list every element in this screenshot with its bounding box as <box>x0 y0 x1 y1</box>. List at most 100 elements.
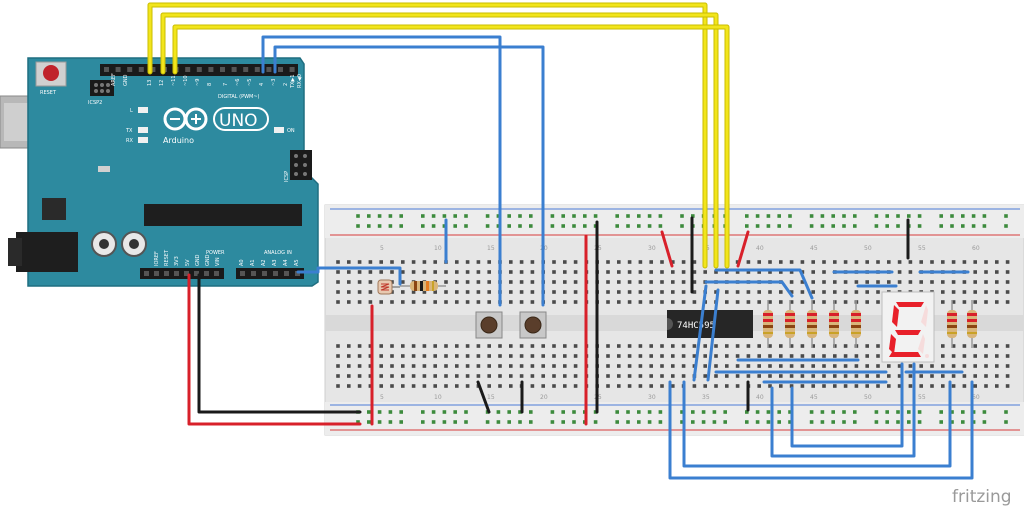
breadboard-hole <box>444 280 448 284</box>
rail-hole <box>572 224 576 228</box>
breadboard-hole <box>487 354 491 358</box>
breadboard-hole <box>1005 384 1010 388</box>
rail-hole <box>637 224 641 228</box>
power-pin-socket <box>204 271 209 276</box>
breadboard-hole <box>476 374 481 378</box>
pushbutton-1[interactable] <box>475 311 503 339</box>
breadboard-hole <box>757 290 761 294</box>
breadboard-hole <box>563 300 567 304</box>
breadboard-hole <box>779 290 783 294</box>
rail-hole <box>917 420 922 424</box>
bottom-pins <box>144 271 300 276</box>
breadboard-hole <box>735 270 740 274</box>
reset-button[interactable] <box>43 65 59 81</box>
rail-hole <box>550 420 555 424</box>
breadboard-hole <box>1005 344 1010 348</box>
digital-pin-socket <box>138 67 144 72</box>
digital-pin-socket <box>220 67 225 72</box>
breadboard-hole <box>465 300 470 304</box>
breadboard-hole <box>357 374 362 378</box>
breadboard-hole <box>703 384 707 388</box>
breadboard-hole <box>563 280 567 284</box>
breadboard-hole <box>617 300 621 304</box>
breadboard-hole <box>962 384 967 388</box>
wire-yellow-1 <box>148 3 707 268</box>
breadboard-hole <box>833 300 837 304</box>
segment-resistors <box>763 300 977 348</box>
breadboard-hole <box>822 374 826 378</box>
breadboard-hole <box>638 344 643 348</box>
breadboard-hole <box>714 374 718 378</box>
rail-hole <box>950 224 954 228</box>
breadboard-hole <box>401 344 405 348</box>
breadboard-hole <box>908 374 913 378</box>
rail-hole <box>680 214 684 218</box>
breadboard-hole <box>865 374 869 378</box>
pin-label-10: ~10 <box>183 75 189 86</box>
breadboard-hole <box>498 374 502 378</box>
breadboard-hole <box>617 354 621 358</box>
breadboard-hole <box>941 260 945 264</box>
rail-hole <box>399 214 403 218</box>
breadboard-hole <box>854 260 859 264</box>
breadboard-hole <box>800 384 805 388</box>
rail-hole <box>399 410 403 414</box>
breadboard-hole <box>563 260 567 264</box>
breadboard-hole <box>606 260 610 264</box>
seven-segment-display <box>881 291 935 363</box>
breadboard-hole <box>336 374 340 378</box>
rail-hole <box>637 410 641 414</box>
breadboard-hole <box>746 300 751 304</box>
breadboard-hole <box>509 384 513 388</box>
breadboard-hole <box>573 344 578 348</box>
breadboard-hole <box>368 260 373 264</box>
breadboard-hole <box>951 290 956 294</box>
power-pin-socket <box>164 271 169 276</box>
breadboard-hole <box>368 354 373 358</box>
rail-hole <box>485 214 490 218</box>
rail-hole <box>647 224 652 228</box>
breadboard-hole <box>617 270 621 274</box>
breadboard-hole <box>995 270 999 274</box>
pushbutton-2[interactable] <box>519 311 547 339</box>
breadboard-hole <box>876 280 880 284</box>
breadboard-hole <box>800 354 805 358</box>
digital-pin-labels: AREF GND 13 12 ~11 ~10 ~9 8 7 ~6 ~5 4 ~3… <box>111 73 303 89</box>
wire-blue-chip-diag-1 <box>706 288 720 382</box>
rail-hole <box>561 410 565 414</box>
rail-hole <box>939 410 943 414</box>
breadboard-hole <box>401 364 405 368</box>
led-on <box>274 127 284 133</box>
rail-hole <box>971 420 976 424</box>
breadboard-hole <box>509 374 513 378</box>
breadboard-hole <box>725 290 729 294</box>
wire-blue-chip-seg-2 <box>704 280 794 298</box>
breadboard-hole <box>649 354 653 358</box>
breadboard-hole <box>865 344 869 348</box>
rail-hole <box>745 410 749 414</box>
breadboard-hole <box>789 290 794 294</box>
breadboard-hole <box>973 290 977 294</box>
rail-hole <box>961 420 965 424</box>
col-num-60: 60 <box>972 245 980 252</box>
led-l-label: L <box>130 108 133 114</box>
breadboard-hole <box>951 280 956 284</box>
breadboard-hole <box>1005 290 1010 294</box>
breadboard-hole <box>800 364 805 368</box>
breadboard-hole <box>735 364 740 368</box>
breadboard-hole <box>941 280 945 284</box>
wire-yellow-2 <box>161 13 718 268</box>
segment-f <box>892 305 899 327</box>
breadboard-hole <box>671 290 675 294</box>
breadboard-hole <box>681 290 686 294</box>
rail-hole <box>755 420 760 424</box>
breadboard-hole <box>401 270 405 274</box>
breadboard-hole <box>768 374 772 378</box>
digital-pin-socket <box>254 67 260 72</box>
breadboard-hole <box>822 354 826 358</box>
breadboard-hole <box>779 364 783 368</box>
rail-hole <box>896 420 900 424</box>
breadboard-hole <box>347 344 351 348</box>
rail-hole <box>507 224 511 228</box>
